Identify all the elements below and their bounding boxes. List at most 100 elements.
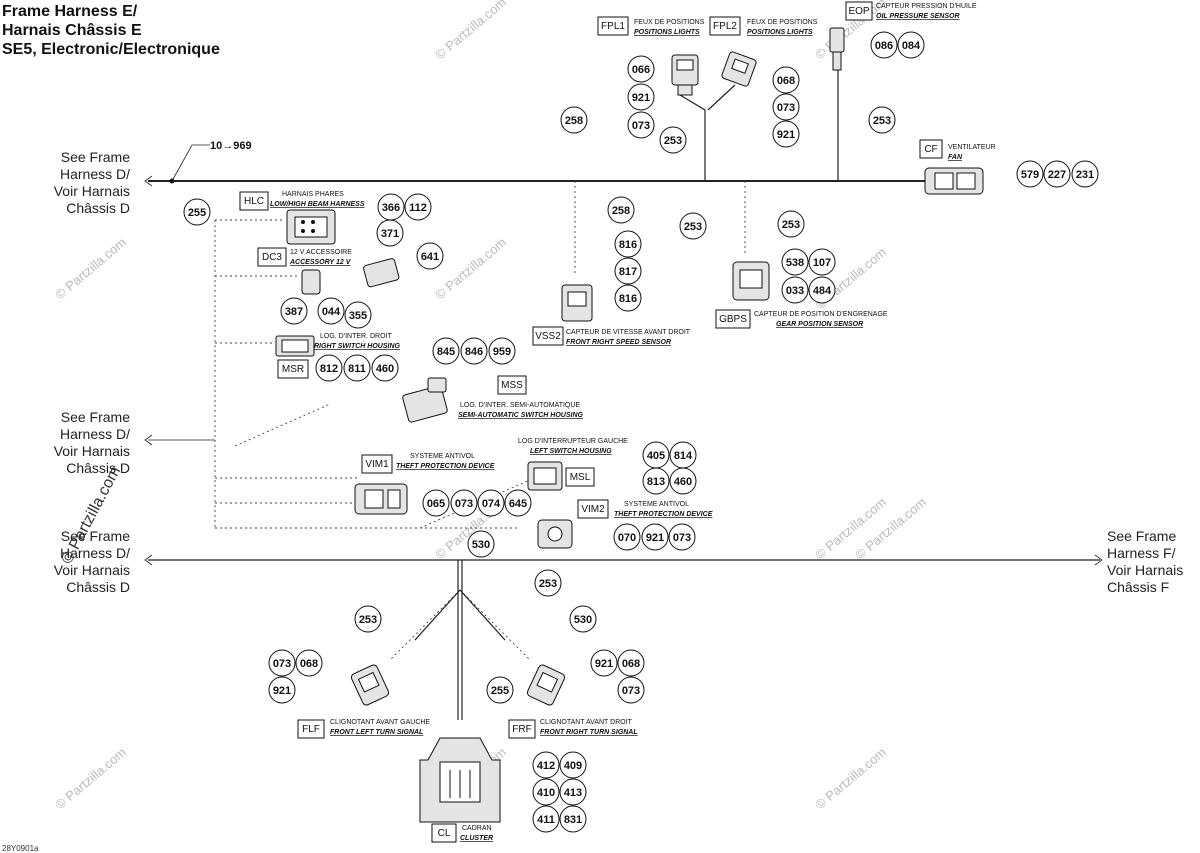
part-callout-number: 258 <box>565 115 583 127</box>
fpl1-connector-icon <box>671 54 699 96</box>
part-callout-number: 816 <box>619 239 637 251</box>
connector-label-msr: MSR LOG. D'INTER. DROIT RIGHT SWITCH HOU… <box>277 333 400 379</box>
part-callout: 253 <box>777 210 805 238</box>
svg-text:HARNAIS PHARES: HARNAIS PHARES <box>282 191 344 198</box>
part-callout: 811 <box>343 354 371 382</box>
part-callout: 253 <box>679 212 707 240</box>
side-label-right-bottom: See Frame Harness F/ Voir Harnais Châssi… <box>1107 528 1183 595</box>
part-callout: 645 <box>504 489 532 517</box>
svg-text:EOP: EOP <box>848 6 869 17</box>
connector-label-cf: CF VENTILATEUR FAN <box>919 139 996 161</box>
part-callout-number: 070 <box>618 532 636 544</box>
connector-label-flf: FLF CLIGNOTANT AVANT GAUCHE FRONT LEFT T… <box>297 719 430 739</box>
part-callout-number: 084 <box>902 40 921 52</box>
svg-text:Harness D/: Harness D/ <box>60 426 130 442</box>
cl-connector-icon <box>419 737 501 823</box>
part-callout: 355 <box>344 301 372 329</box>
svg-text:Châssis D: Châssis D <box>66 460 130 476</box>
title-line-2: Harnais Châssis E <box>2 22 142 39</box>
watermark: © Partzilla.com <box>432 0 509 62</box>
svg-text:FAN: FAN <box>948 154 963 161</box>
msl-connector-icon <box>527 461 563 491</box>
part-callout-number: 255 <box>188 207 206 219</box>
part-callout-number: 405 <box>647 450 665 462</box>
part-callout: 812 <box>315 354 343 382</box>
part-callout: 411 <box>532 805 560 833</box>
part-callout: 641 <box>416 242 444 270</box>
part-callout-number: 645 <box>509 498 527 510</box>
connector-label-fpl2: FPL2 FEUX DE POSITIONS POSITIONS LIGHTS <box>709 16 818 36</box>
part-callout: 253 <box>534 569 562 597</box>
svg-text:Châssis F: Châssis F <box>1107 579 1169 595</box>
part-callout: 258 <box>560 106 588 134</box>
part-callout: 112 <box>404 193 432 221</box>
part-callout-number: 253 <box>359 614 377 626</box>
part-callout: 068 <box>617 649 645 677</box>
svg-text:CADRAN: CADRAN <box>462 825 492 832</box>
svg-text:VENTILATEUR: VENTILATEUR <box>948 144 996 151</box>
part-callout: 921 <box>590 649 618 677</box>
branch-label: 10→969 <box>210 140 252 152</box>
svg-text:FEUX DE POSITIONS: FEUX DE POSITIONS <box>747 19 818 26</box>
watermark: © Partzilla.com <box>52 744 129 812</box>
part-callout-number: 073 <box>455 498 473 510</box>
svg-text:VIM1: VIM1 <box>365 459 389 470</box>
svg-text:POSITIONS LIGHTS: POSITIONS LIGHTS <box>747 29 813 36</box>
harness-wires <box>144 45 1103 720</box>
part-callout-number: 255 <box>491 685 509 697</box>
svg-text:VIM2: VIM2 <box>581 504 605 515</box>
frf-connector-icon <box>526 664 566 706</box>
svg-text:MSR: MSR <box>282 364 304 375</box>
part-callout: 816 <box>614 230 642 258</box>
part-callout-number: 813 <box>647 476 665 488</box>
svg-text:Châssis D: Châssis D <box>66 579 130 595</box>
part-callout: 231 <box>1071 160 1099 188</box>
part-callout: 074 <box>477 489 505 517</box>
part-callout-number: 253 <box>664 135 682 147</box>
svg-text:CAPTEUR DE VITESSE AVANT DROIT: CAPTEUR DE VITESSE AVANT DROIT <box>566 329 691 336</box>
part-callout-number: 074 <box>482 498 501 510</box>
part-callout: 460 <box>669 467 697 495</box>
part-callout-number: 073 <box>273 658 291 670</box>
svg-text:THEFT PROTECTION DEVICE: THEFT PROTECTION DEVICE <box>396 463 495 470</box>
cf-connector-icon <box>924 167 984 195</box>
svg-text:FPL1: FPL1 <box>601 21 625 32</box>
svg-text:See Frame: See Frame <box>61 528 130 544</box>
svg-text:POSITIONS LIGHTS: POSITIONS LIGHTS <box>634 29 700 36</box>
svg-text:SYSTEME ANTIVOL: SYSTEME ANTIVOL <box>624 501 689 508</box>
svg-text:VSS2: VSS2 <box>535 331 561 342</box>
part-callout-number: 846 <box>465 346 483 358</box>
svg-text:GBPS: GBPS <box>719 314 747 325</box>
svg-text:Harness F/: Harness F/ <box>1107 545 1176 561</box>
part-callout-number: 538 <box>786 257 804 269</box>
part-callout-number: 921 <box>632 92 650 104</box>
part-callout-number: 921 <box>273 685 291 697</box>
svg-text:LOG. D'INTER. SEMI-AUTOMATIQUE: LOG. D'INTER. SEMI-AUTOMATIQUE <box>460 402 580 409</box>
svg-text:MSL: MSL <box>570 472 591 483</box>
part-callout-number: 409 <box>564 760 582 772</box>
svg-text:ACCESSORY 12 V: ACCESSORY 12 V <box>289 259 352 266</box>
part-callout-number: 411 <box>537 814 555 826</box>
watermark: © Partzilla.com <box>52 234 129 302</box>
part-callout: 410 <box>532 778 560 806</box>
part-callout-number: 530 <box>472 539 490 551</box>
part-callout: 530 <box>569 605 597 633</box>
side-label-left-top: See Frame Harness D/ Voir Harnais Châssi… <box>54 149 130 216</box>
svg-text:12 V ACCESSOIRE: 12 V ACCESSOIRE <box>290 249 352 256</box>
part-callout: 579 <box>1016 160 1044 188</box>
part-callout-number: 921 <box>595 658 613 670</box>
svg-text:RIGHT SWITCH HOUSING: RIGHT SWITCH HOUSING <box>314 343 400 350</box>
part-callout-number: 460 <box>674 476 692 488</box>
part-callout: 371 <box>376 219 404 247</box>
dc3-connector-icon <box>301 258 400 295</box>
watermark: © Partzilla.com <box>852 494 929 562</box>
svg-text:FEUX DE POSITIONS: FEUX DE POSITIONS <box>634 19 705 26</box>
part-callout-number: 227 <box>1048 169 1066 181</box>
part-callout-number: 460 <box>376 363 394 375</box>
connector-label-eop: EOP CAPTEUR PRESSION D'HUILE OIL PRESSUR… <box>845 1 977 21</box>
part-callout-number: 831 <box>564 814 582 826</box>
svg-text:HLC: HLC <box>244 196 264 207</box>
part-callout: 107 <box>808 248 836 276</box>
part-callout: 538 <box>781 248 809 276</box>
connector-label-dc3: DC3 12 V ACCESSOIRE ACCESSORY 12 V <box>257 247 352 267</box>
